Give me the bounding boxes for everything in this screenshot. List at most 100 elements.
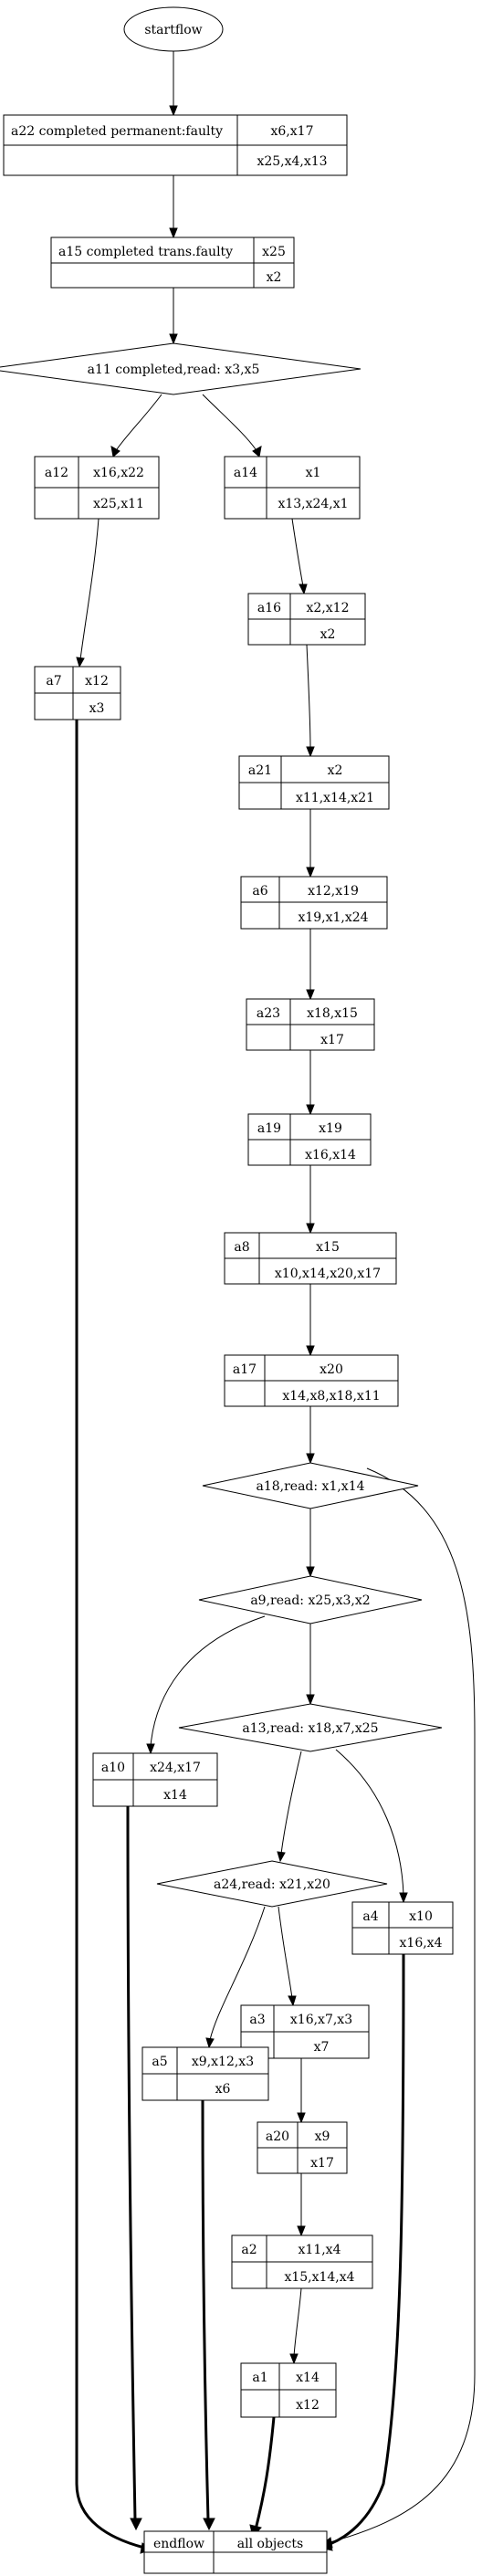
arrowhead: [306, 867, 315, 878]
arrowhead: [299, 584, 308, 595]
end-label: endflow: [153, 2537, 204, 2551]
arrowhead: [306, 1223, 315, 1235]
activity-name: a1: [252, 2371, 267, 2385]
activity-writes: x19,x1,x24: [298, 910, 368, 925]
activity-name: a23: [257, 1006, 280, 1021]
edge-a24-a3: [278, 1906, 293, 1999]
decision-label: a9,read: x25,x3,x2: [250, 1593, 370, 1608]
edge-a14-a16: [291, 518, 304, 587]
arrowhead: [297, 2112, 306, 2124]
activity-writes: x16,x4: [400, 1936, 443, 1950]
activity-reads: x11,x4: [299, 2243, 341, 2257]
activity-writes: x17: [310, 2156, 334, 2171]
activity-a4: a4 x10 x16,x4: [351, 1901, 454, 1955]
activity-writes: x2: [267, 270, 282, 285]
activity-a15: a15 completed trans.faulty x25 x2: [50, 237, 295, 289]
activity-reads: x19: [319, 1121, 342, 1136]
activity-reads: x14: [296, 2371, 320, 2385]
activity-reads: x1: [306, 466, 321, 480]
activity-reads: x16,x22: [93, 466, 144, 480]
activity-a6: a6 x12,x19 x19,x1,x24: [240, 876, 388, 930]
arrowhead: [169, 227, 178, 239]
edge-a5-end: [201, 2099, 210, 2521]
arrowhead: [146, 1743, 155, 1755]
arrowhead: [277, 1851, 286, 1863]
activity-writes: x10,x14,x20,x17: [275, 1267, 381, 1281]
arrowhead: [288, 1995, 297, 2007]
activity-writes: x17: [320, 1033, 344, 1047]
arrowhead: [110, 446, 120, 457]
decision-a18: a18,read: x1,x14: [202, 1462, 419, 1509]
arrowhead: [203, 2518, 215, 2531]
arrowhead: [205, 2037, 215, 2049]
end-objects-label: all objects: [237, 2537, 303, 2551]
activity-name: a21: [248, 763, 272, 778]
activity-name: a8: [234, 1240, 249, 1255]
activity-reads: x25: [262, 245, 286, 259]
activity-name: a17: [233, 1362, 257, 1377]
edge-a9-a10: [150, 1615, 266, 1747]
edge-a4-end: [324, 1953, 405, 2548]
activity-reads: x12,x19: [308, 884, 359, 899]
activity-writes: x14: [163, 1788, 187, 1803]
activity-writes: x11,x14,x21: [296, 791, 374, 805]
activity-reads: x12: [85, 674, 109, 689]
arrowhead: [306, 746, 315, 758]
activity-a22: a22 completed permanent:faulty x6,x17 x2…: [3, 114, 348, 176]
activity-a16: a16 x2,x12 x2: [247, 593, 366, 646]
arrowhead: [169, 333, 178, 345]
activity-name: a6: [252, 884, 267, 899]
decision-a24: a24,read: x21,x20: [156, 1860, 388, 1908]
activity-a17: a17 x20 x14,x8,x18,x11: [224, 1354, 399, 1407]
edge-a7-end: [75, 720, 145, 2550]
arrowhead: [306, 1104, 315, 1116]
edge-a11-a14: [202, 394, 257, 450]
start-label: startflow: [144, 23, 202, 37]
arrowhead: [169, 105, 178, 117]
edge-a13-a24: [280, 1751, 302, 1855]
edge-a12-a7: [79, 518, 100, 660]
activity-name: a3: [249, 2013, 265, 2027]
activity-name: a16: [257, 601, 281, 615]
activity-name: a7: [46, 674, 61, 689]
activity-a2: a2 x11,x4 x15,x14,x4: [231, 2234, 373, 2289]
activity-writes: x6: [215, 2082, 231, 2097]
activity-reads: x10: [409, 1909, 433, 1924]
decision-label: a18,read: x1,x14: [256, 1479, 364, 1494]
activity-writes: x25,x4,x13: [257, 154, 327, 169]
edges: [75, 51, 476, 2554]
activity-a14: a14 x1 x13,x24,x1: [224, 456, 361, 520]
activity-a21: a21 x2 x11,x14,x21: [238, 755, 390, 810]
activity-reads: x2,x12: [307, 601, 350, 615]
arrowhead: [306, 989, 315, 1001]
arrowhead: [306, 1453, 315, 1465]
activity-reads: x9: [315, 2129, 330, 2144]
arrowhead: [289, 2353, 299, 2365]
edge-a2-a1: [293, 2287, 302, 2357]
activity-reads: x18,x15: [307, 1006, 358, 1021]
activity-reads: x6,x17: [271, 124, 314, 139]
start-node: startflow: [123, 6, 224, 52]
edge-a18-end: [326, 1467, 476, 2544]
decision-label: a24,read: x21,x20: [214, 1877, 330, 1892]
decision-a9: a9,read: x25,x3,x2: [198, 1575, 423, 1624]
arrowhead: [130, 2518, 142, 2531]
decision-label: a11 completed,read: x3,x5: [88, 363, 260, 377]
activity-writes: x3: [89, 701, 105, 716]
arrowhead: [306, 1345, 315, 1357]
activity-name: a10: [101, 1761, 125, 1775]
decision-label: a13,read: x18,x7,x25: [242, 1721, 378, 1736]
activity-writes: x16,x14: [305, 1148, 356, 1162]
activity-name: a2: [241, 2243, 257, 2257]
edge-a1-end: [254, 2416, 276, 2530]
activity-a3: a3 x16,x7,x3 x7: [240, 2004, 370, 2059]
activity-a20: a20 x9 x17: [257, 2121, 348, 2174]
activity-name: a5: [152, 2055, 167, 2069]
activity-a23: a23 x18,x15 x17: [246, 998, 375, 1051]
activity-a19: a19 x19 x16,x14: [247, 1113, 372, 1166]
activity-writes: x15,x14,x4: [284, 2270, 354, 2285]
edge-a13-a4: [335, 1749, 404, 1896]
edge-a24-a5: [209, 1906, 266, 2041]
arrowhead: [252, 446, 262, 457]
